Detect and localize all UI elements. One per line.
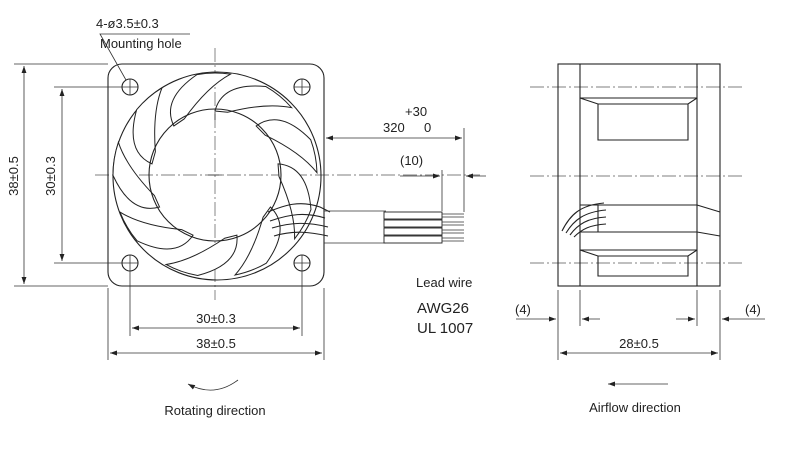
airflow-direction-label: Airflow direction xyxy=(589,400,681,415)
fan-blade xyxy=(112,140,161,209)
fan-blade xyxy=(277,163,312,241)
hub-wire-exit xyxy=(267,203,331,237)
lead-wire-gauge: AWG26 xyxy=(417,300,469,317)
side-frame xyxy=(557,63,721,287)
fan-blade xyxy=(214,85,293,113)
mounting-hole-spec: 4-ø3.5±0.3 xyxy=(96,16,159,31)
fan-blades xyxy=(112,72,318,277)
left-flange-label: (4) xyxy=(515,302,531,317)
fan-blade xyxy=(255,119,318,175)
mounting-holes xyxy=(121,78,311,272)
outer-height-label: 38±0.5 xyxy=(6,156,21,196)
rotation-arrow-icon xyxy=(187,379,239,391)
mounting-hole-leader xyxy=(99,33,190,81)
right-flange-label: (4) xyxy=(745,302,761,317)
front-view: 4-ø3.5±0.3 Mounting hole 38±0.5 30±0.3 3… xyxy=(6,16,480,418)
fan-blade xyxy=(132,86,164,165)
fan-blade xyxy=(118,210,194,250)
lead-length-tolerance-plus: +30 xyxy=(405,104,427,119)
fan-blade xyxy=(233,206,281,276)
lead-wire-dimensions: 320 +30 0 (10) Lead wire AWG26 UL 1007 xyxy=(323,104,486,337)
fan-hub xyxy=(148,108,282,242)
lead-wire-title: Lead wire xyxy=(416,275,472,290)
strip-length-label: (10) xyxy=(400,153,423,168)
side-view: (4) (4) 28±0.5 Airflow direction xyxy=(515,63,765,415)
lead-wire-bundle xyxy=(324,210,464,244)
hole-pitch-horizontal-label: 30±0.3 xyxy=(196,311,236,326)
fan-blade xyxy=(164,234,238,277)
outer-width-label: 38±0.5 xyxy=(196,336,236,351)
rotating-direction-label: Rotating direction xyxy=(164,403,265,418)
side-wire-exit xyxy=(561,202,607,238)
depth-label: 28±0.5 xyxy=(619,336,659,351)
lead-length-tolerance-minus: 0 xyxy=(424,120,431,135)
lead-wire-standard: UL 1007 xyxy=(417,320,473,337)
lead-length-value: 320 xyxy=(383,120,405,135)
mounting-hole-label: Mounting hole xyxy=(100,36,182,51)
hole-pitch-vertical-label: 30±0.3 xyxy=(43,156,58,196)
fan-blade xyxy=(170,72,232,127)
